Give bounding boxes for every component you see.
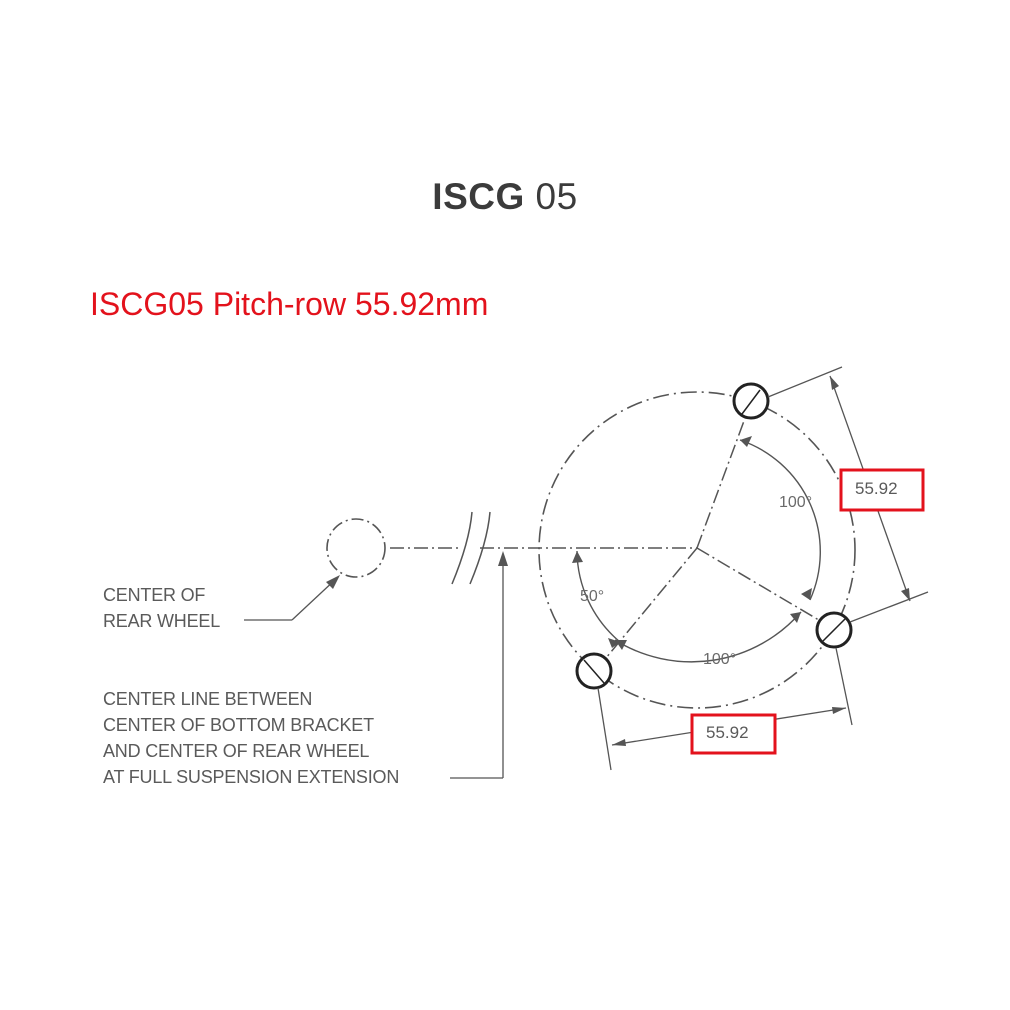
arrowhead: [612, 739, 626, 746]
arrowhead: [801, 588, 812, 600]
highlight-box-right: [839, 468, 925, 512]
title-normal: 05: [535, 176, 578, 217]
break-mark-left: [451, 511, 473, 585]
arrowhead: [608, 638, 620, 648]
extension-line-top-hole: [767, 366, 843, 398]
radial-line-right: [696, 547, 835, 630]
bolt-hole-left: [575, 652, 613, 690]
highlight-box-bottom: [690, 713, 777, 755]
arrowhead: [326, 575, 340, 589]
rear-wheel-center-circle: [326, 518, 386, 578]
arrowhead: [901, 588, 910, 601]
arrowhead: [832, 707, 846, 714]
radial-line-left: [595, 547, 698, 671]
extension-line-right-hole: [849, 591, 929, 623]
page-title: ISCG 05: [0, 176, 1010, 218]
center-line-label-line-2: CENTER OF BOTTOM BRACKET: [103, 715, 374, 735]
angle-arc-top: [739, 439, 821, 601]
dimension-label-bottom: 55.92: [706, 723, 749, 742]
angle-label-left: 50°: [580, 588, 605, 605]
dimension-label-right: 55.92: [855, 479, 898, 498]
angle-label-bottom: 100°: [703, 651, 737, 668]
arrowhead: [830, 376, 839, 390]
angle-arc-left: [576, 550, 621, 643]
extension-line-right-hole-bottom: [835, 647, 853, 726]
radial-tip-top: [741, 389, 761, 415]
angle-label-top: 100°: [779, 494, 813, 511]
arrowhead: [740, 436, 752, 447]
pitch-row-annotation: ISCG05 Pitch-row 55.92mm: [90, 286, 489, 322]
angle-arc-bottom: [614, 611, 802, 663]
arrowhead: [790, 612, 801, 623]
arrowhead: [572, 551, 583, 563]
bolt-hole-right: [815, 611, 853, 649]
arrowhead: [498, 551, 508, 566]
center-line-label-line-4: AT FULL SUSPENSION EXTENSION: [103, 767, 400, 787]
extension-line-left-hole: [597, 687, 612, 771]
rear-wheel-label: CENTER OF REAR WHEEL: [103, 582, 220, 634]
title-bold: ISCG: [432, 176, 525, 217]
center-line-label: CENTER LINE BETWEEN CENTER OF BOTTOM BRA…: [103, 686, 399, 790]
rear-wheel-label-line-1: CENTER OF: [103, 585, 206, 605]
radial-line-top: [696, 401, 752, 549]
center-line-label-line-3: AND CENTER OF REAR WHEEL: [103, 741, 370, 761]
bolt-circle: [538, 391, 856, 709]
center-line-label-line-1: CENTER LINE BETWEEN: [103, 689, 313, 709]
rear-wheel-label-line-2: REAR WHEEL: [103, 611, 221, 631]
